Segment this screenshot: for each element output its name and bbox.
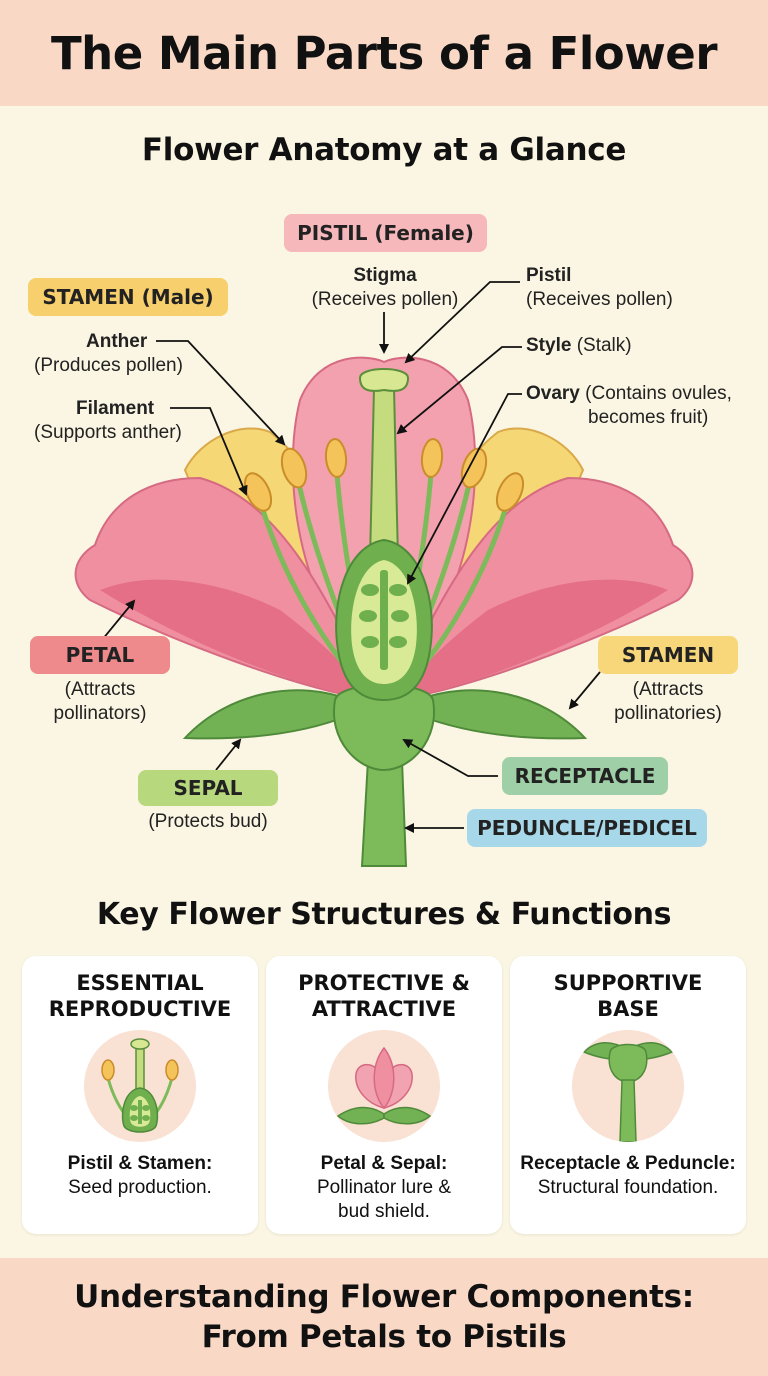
pistil-label: Pistil (Receives pollen) — [526, 264, 726, 312]
footer-banner: Understanding Flower Components: From Pe… — [0, 1258, 768, 1376]
card-supportive: SUPPORTIVE BASE Receptacle & Peduncle: S… — [510, 956, 746, 1234]
receptacle-peduncle-illustration — [582, 1042, 674, 1142]
pistil-desc: (Receives pollen) — [526, 289, 673, 310]
section-title: Key Flower Structures & Functions — [96, 897, 672, 932]
stigma — [358, 368, 410, 392]
sepal-desc: (Protects bud) — [148, 811, 268, 832]
card-title: PROTECTIVE & ATTRACTIVE — [266, 970, 502, 1022]
stamen-desc: (Attracts pollinatories) — [598, 678, 738, 726]
flower-illustration — [74, 281, 694, 867]
peduncle-badge: PEDUNCLE/PEDICEL — [467, 809, 707, 847]
peduncle-stem — [360, 759, 408, 867]
card-desc-line-1: Structural foundation. — [537, 1177, 719, 1198]
sepal-right — [417, 689, 588, 740]
footer-line-1: Understanding Flower Components: — [74, 1279, 694, 1315]
card-description: Petal & Sepal: Pollinator lure & bud shi… — [266, 1152, 502, 1224]
footer-line-2: From Petals to Pistils — [201, 1319, 567, 1355]
stigma-desc: (Receives pollen) — [311, 289, 459, 310]
card-description: Receptacle & Peduncle: Structural founda… — [510, 1152, 746, 1200]
reproductive-icon — [84, 1030, 196, 1142]
ovary-name: Ovary — [526, 383, 580, 404]
ovary-label: Ovary (Contains ovules, becomes fruit) — [526, 382, 746, 430]
diagram-subtitle: Flower Anatomy at a Glance — [141, 132, 627, 168]
petal-desc-2: pollinators) — [53, 703, 147, 724]
stamen-desc-2: pollinatories) — [614, 703, 722, 724]
anthers — [243, 438, 525, 512]
card-desc-bold: Pistil & Stamen: — [67, 1153, 213, 1174]
filament-label: Filament (Supports anther) — [34, 397, 224, 445]
anther-name: Anther — [86, 331, 148, 352]
petal-left-inner — [100, 579, 375, 700]
stigma-name: Stigma — [353, 265, 417, 286]
card-desc-line-2: bud shield. — [338, 1201, 430, 1222]
protective-icon — [328, 1030, 440, 1142]
flower-diagram: PISTIL (Female) STAMEN (Male) Stigma (Re… — [0, 200, 768, 880]
receptacle-badge: RECEPTACLE — [502, 757, 668, 795]
pistil-female-badge: PISTIL (Female) — [284, 214, 487, 252]
sepal-left — [182, 689, 351, 740]
style-label: Style (Stalk) — [526, 334, 726, 358]
card-desc-line-1: Seed production. — [68, 1177, 212, 1198]
card-title-line-2: REPRODUCTIVE — [48, 997, 232, 1021]
petal-desc-1: (Attracts — [64, 679, 136, 700]
stamen-badge: STAMEN — [598, 636, 738, 674]
ovary-desc-1: (Contains ovules, — [585, 383, 732, 404]
style-name: Style — [526, 335, 572, 356]
ovary-desc-2: becomes fruit) — [588, 407, 709, 428]
card-desc-line-1: Pollinator lure & — [316, 1177, 452, 1198]
pistil-style — [368, 387, 400, 561]
card-title-line-1: SUPPORTIVE — [553, 971, 703, 995]
card-title: ESSENTIAL REPRODUCTIVE — [22, 970, 258, 1022]
pistil-stamen-illustration — [101, 1038, 179, 1133]
sepal-badge: SEPAL — [138, 770, 278, 806]
style-desc: (Stalk) — [576, 335, 632, 356]
pistil-name: Pistil — [526, 265, 572, 286]
card-title-line-2: BASE — [597, 997, 659, 1021]
card-description: Pistil & Stamen: Seed production. — [22, 1152, 258, 1200]
anther-label: Anther (Produces pollen) — [34, 330, 214, 378]
supportive-icon — [572, 1030, 684, 1142]
stigma-label: Stigma (Receives pollen) — [300, 264, 470, 312]
ovules — [359, 570, 409, 670]
card-protective: PROTECTIVE & ATTRACTIVE Petal & Sepal: P… — [266, 956, 502, 1234]
card-title: SUPPORTIVE BASE — [510, 970, 746, 1022]
stamen-male-badge: STAMEN (Male) — [28, 278, 228, 316]
petal-sepal-illustration — [336, 1046, 432, 1125]
filament-desc: (Supports anther) — [34, 422, 182, 443]
petal-desc: (Attracts pollinators) — [30, 678, 170, 726]
page-title: The Main Parts of a Flower — [50, 26, 718, 80]
petal-right-inner — [393, 579, 668, 700]
card-title-line-2: ATTRACTIVE — [311, 997, 457, 1021]
card-reproductive: ESSENTIAL REPRODUCTIVE Pistil & Stamen: … — [22, 956, 258, 1234]
stamen-desc-1: (Attracts — [632, 679, 704, 700]
card-desc-bold: Petal & Sepal: — [320, 1153, 448, 1174]
anther-desc: (Produces pollen) — [34, 355, 183, 376]
card-title-line-1: PROTECTIVE & — [298, 971, 470, 995]
card-desc-bold: Receptacle & Peduncle: — [520, 1153, 736, 1174]
filament-name: Filament — [76, 398, 155, 419]
petal-badge: PETAL — [30, 636, 170, 674]
card-title-line-1: ESSENTIAL — [76, 971, 204, 995]
leader-lines — [101, 281, 601, 833]
header-banner: The Main Parts of a Flower — [0, 0, 768, 106]
